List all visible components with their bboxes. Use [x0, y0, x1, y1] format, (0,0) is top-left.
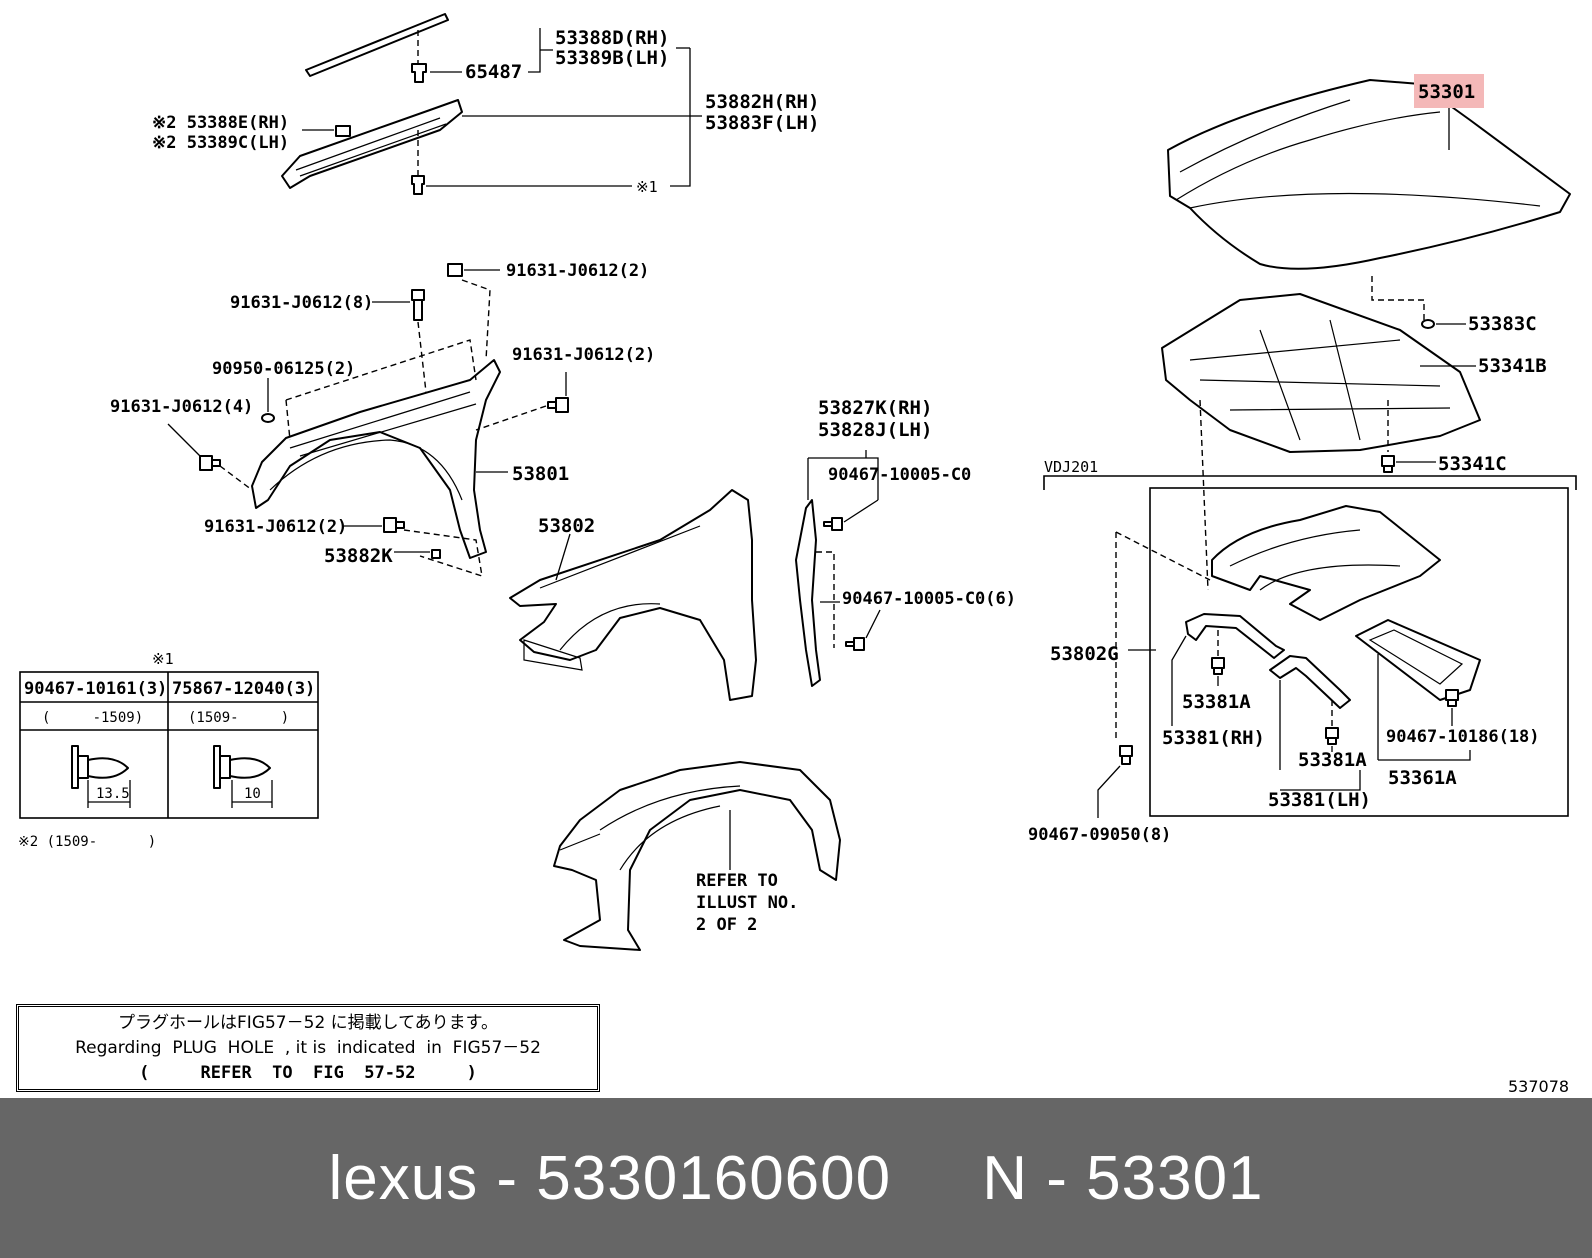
label-53388E: ※2 53388E(RH) [152, 113, 289, 133]
label-53341B: 53341B [1478, 355, 1547, 377]
clip-90467-10186 [1445, 689, 1459, 707]
label-53882H: 53882H(RH) [705, 91, 819, 113]
clip-53381A-2 [1325, 727, 1339, 745]
fender-53802-group [509, 489, 757, 701]
label-53802: 53802 [538, 515, 595, 537]
clip-65487 [411, 63, 427, 83]
clip-ref1 [411, 175, 425, 195]
note-line-reference: ( REFER TO FIG 57-52 ) [139, 1063, 477, 1083]
label-53883F: 53883F(LH) [705, 112, 819, 134]
clip-90467-09050 [1119, 745, 1133, 765]
label-53341C: 53341C [1438, 453, 1507, 475]
table-footnote: ※2 (1509- ) [18, 834, 156, 850]
label-90467-a: 90467-10005-C0 [828, 465, 971, 485]
clip-sketch-1 [71, 745, 131, 808]
bolt-91631-e [383, 517, 405, 533]
clip-53341C [1381, 455, 1395, 473]
table-col2-part: 75867-12040(3) [172, 679, 315, 699]
hood-part-highlight [1414, 74, 1484, 108]
label-refer-3: 2 OF 2 [696, 915, 757, 935]
clip-53882K [431, 549, 441, 559]
parts-diagram: 53388D(RH) 53389B(LH) 65487 53882H(RH) 5… [18, 13, 1577, 951]
bolt-91631-b [411, 289, 425, 321]
label-90950: 90950-06125(2) [212, 359, 355, 379]
plug-90950 [261, 413, 275, 423]
label-91631-e: 91631-J0612(2) [204, 517, 347, 537]
label-53383C: 53383C [1468, 313, 1537, 335]
fender-liner-group [553, 761, 841, 951]
label-vdj201: VDJ201 [1044, 458, 1098, 476]
bolt-91631-c [547, 397, 569, 413]
label-refer-2: ILLUST NO. [696, 893, 798, 913]
label-53381-lh: 53381(LH) [1268, 789, 1371, 811]
note-line-japanese: プラグホールはFIG57－52 に掲載してあります。 [118, 1013, 498, 1033]
table-col1-part: 90467-10161(3) [24, 679, 167, 699]
label-53802G: 53802G [1050, 643, 1119, 665]
label-53828J: 53828J(LH) [818, 419, 932, 441]
label-90467-b: 90467-10005-C0(6) [842, 589, 1016, 609]
label-53801: 53801 [512, 463, 569, 485]
label-53882K: 53882K [324, 545, 393, 567]
note-line-english: Regarding PLUG HOLE , it is indicated in… [75, 1038, 541, 1058]
label-53388D: 53388D(RH) [555, 27, 669, 49]
label-53389B: 53389B(LH) [555, 47, 669, 69]
table-title: ※1 [152, 650, 174, 668]
label-53301: 53301 [1418, 81, 1475, 103]
label-91631-a: 91631-J0612(2) [506, 261, 649, 281]
label-90467-09050: 90467-09050(8) [1028, 825, 1171, 845]
plug-hole-note: プラグホールはFIG57－52 に掲載してあります。 Regarding PLU… [16, 1004, 600, 1092]
table-col1-range: ( -1509) [42, 710, 143, 726]
footer-bar: lexus - 5330160600 N - 53301 [0, 1098, 1592, 1258]
clip-reference-table: ※1 90467-10161(3) 75867-12040(3) ( -1509… [18, 650, 319, 850]
label-65487: 65487 [465, 61, 522, 83]
illustration-number: 537078 [1508, 1077, 1570, 1096]
table-col2-range: (1509- ) [188, 710, 289, 726]
label-ref1: ※1 [636, 178, 658, 196]
clip-sketch-2 [213, 745, 273, 808]
clip-53381A-1 [1211, 657, 1225, 675]
label-91631-d: 91631-J0612(4) [110, 397, 253, 417]
label-91631-c: 91631-J0612(2) [512, 345, 655, 365]
bolt-91631-a [447, 263, 463, 277]
label-53827K: 53827K(RH) [818, 397, 932, 419]
bolt-90467-b [845, 637, 865, 651]
footer-part-text: lexus - 5330160600 N - 53301 [328, 1143, 1264, 1213]
label-53361A: 53361A [1388, 767, 1457, 789]
hood-53301-group [1167, 74, 1571, 329]
seal-53827K-group [795, 450, 881, 687]
label-refer-1: REFER TO [696, 871, 778, 891]
fender-53801-group [167, 263, 569, 578]
label-90467-10186: 90467-10186(18) [1386, 727, 1540, 747]
vdj201-group [1043, 475, 1577, 818]
label-53381A-1: 53381A [1182, 691, 1251, 713]
bolt-91631-d [199, 455, 221, 471]
table-col1-dim: 13.5 [96, 786, 130, 802]
cowl-seal-group [281, 47, 702, 195]
label-53381A-2: 53381A [1298, 749, 1367, 771]
label-53389C: ※2 53389C(LH) [152, 133, 289, 153]
insulator-53341B-group [1161, 293, 1481, 591]
bolt-90467-a [823, 517, 843, 531]
table-col2-dim: 10 [244, 786, 261, 802]
label-91631-b: 91631-J0612(8) [230, 293, 373, 313]
cushion-53383C [1421, 319, 1435, 329]
label-53381-rh: 53381(RH) [1162, 727, 1265, 749]
hood-moulding-group [305, 13, 553, 83]
clip-53388E [335, 125, 351, 137]
